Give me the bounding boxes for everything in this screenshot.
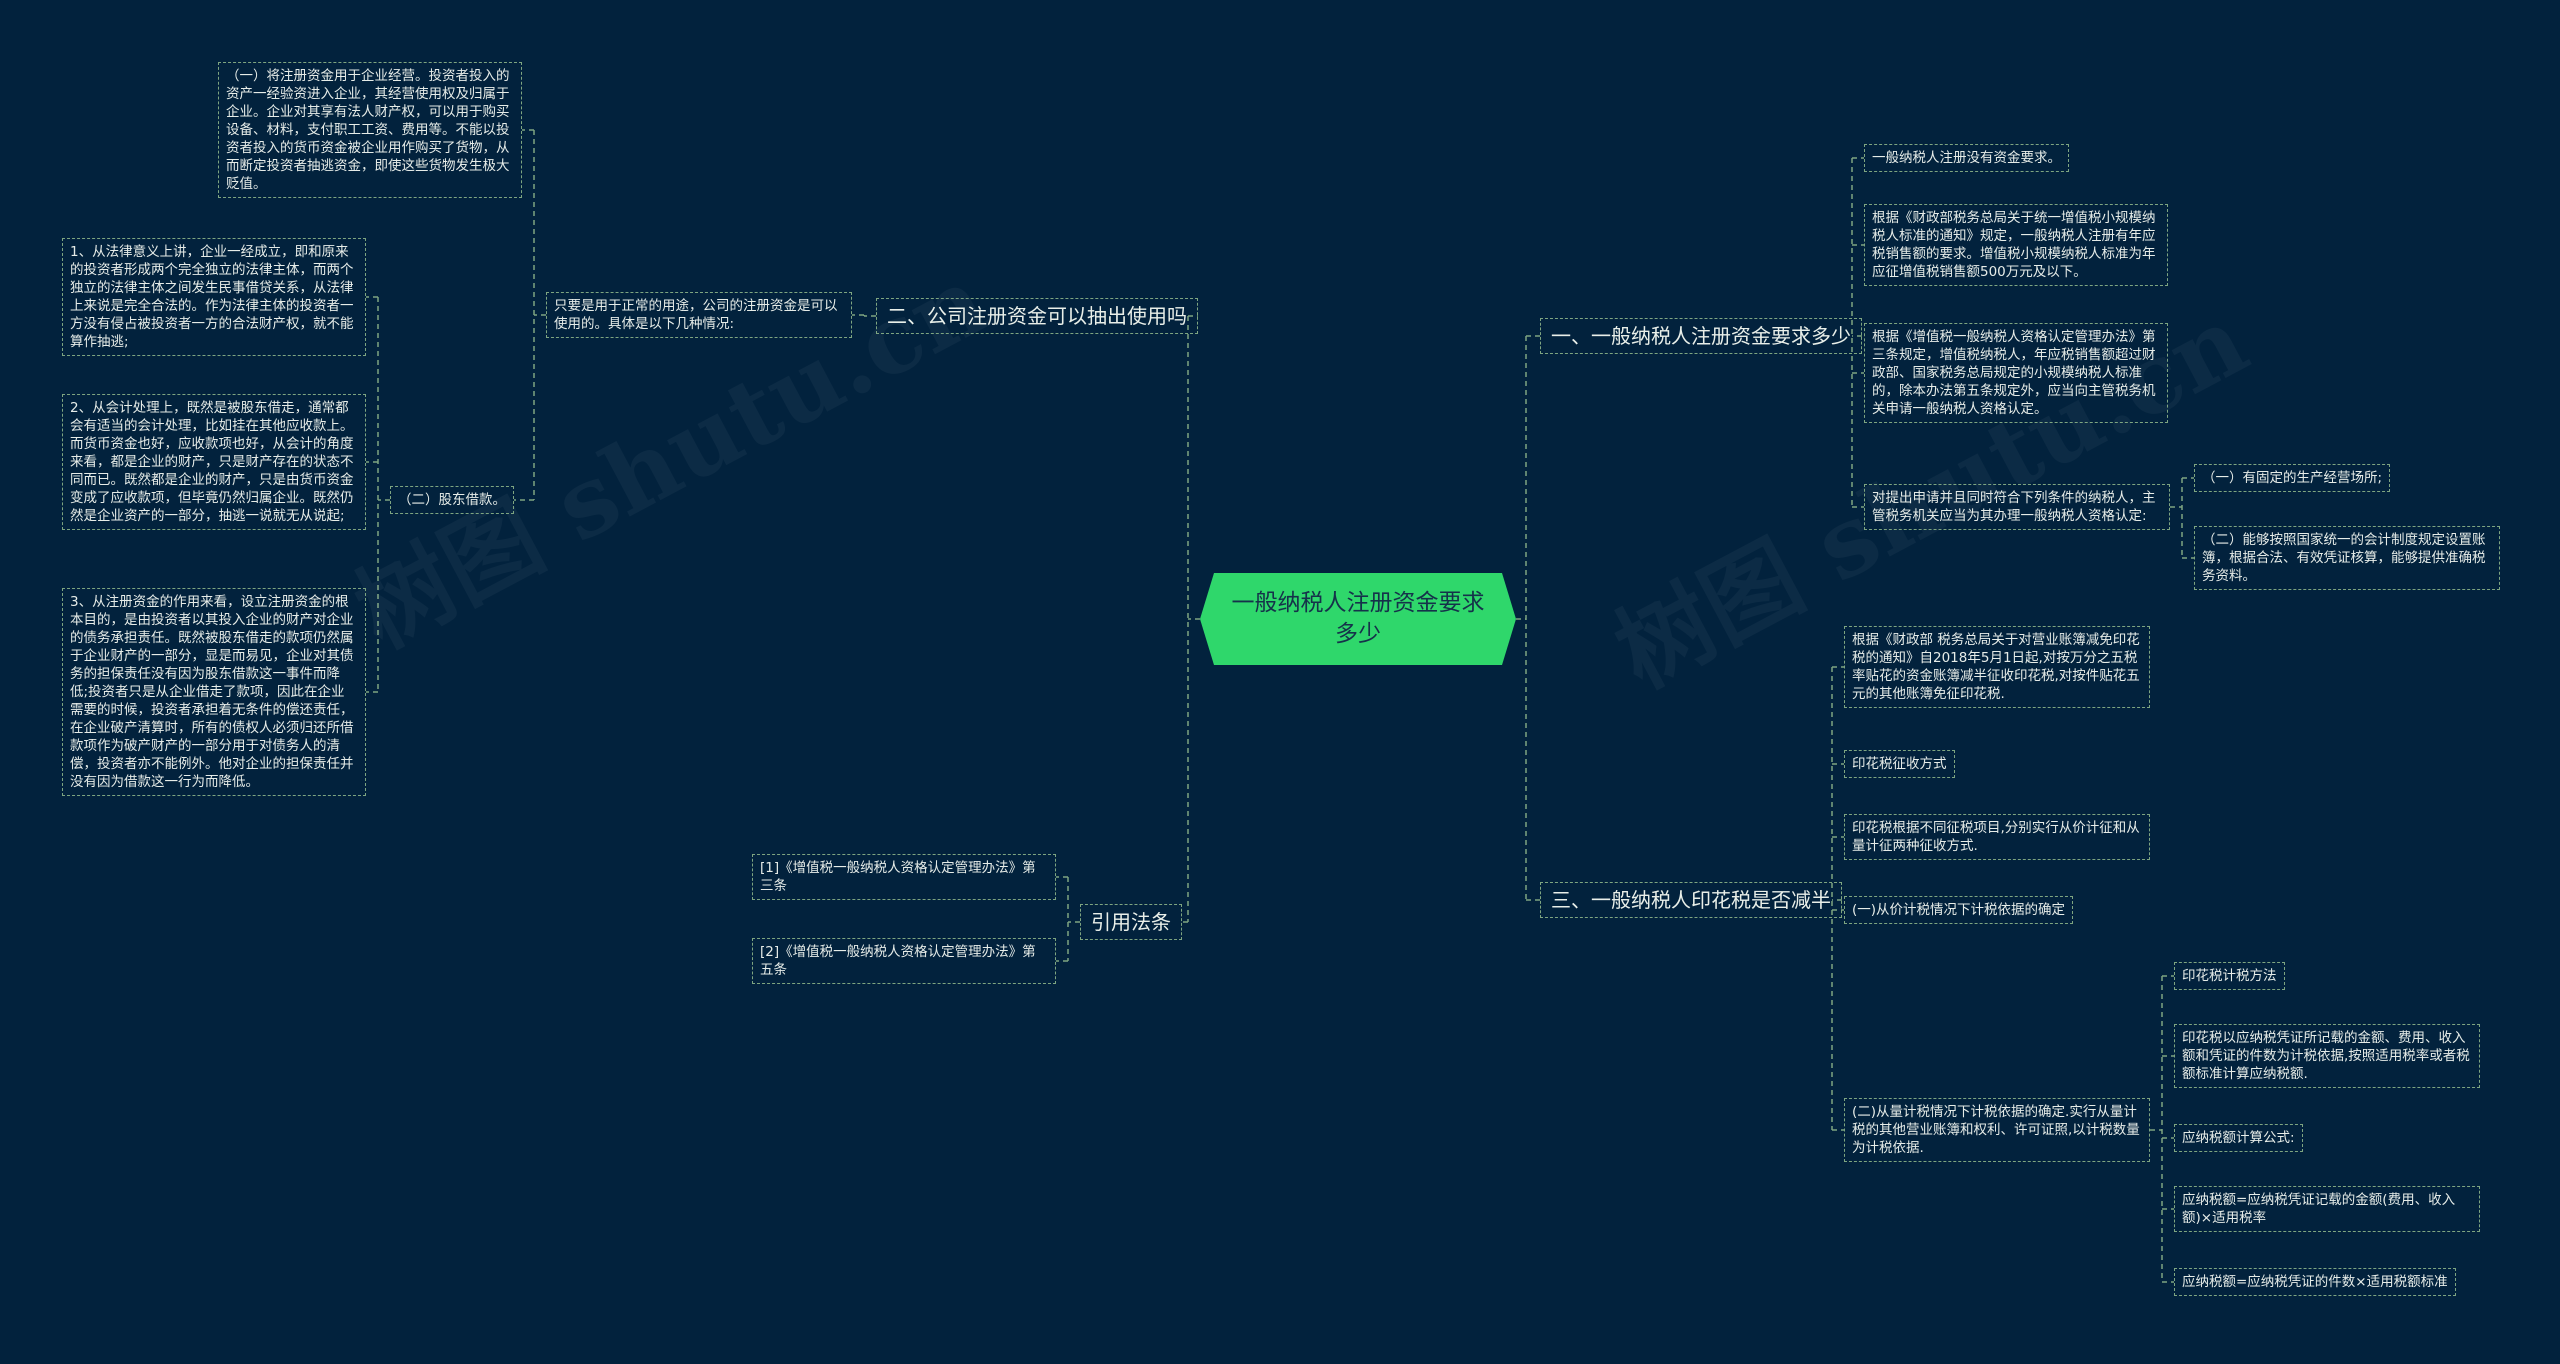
b2-case-1[interactable]: （一）将注册资金用于企业经营。投资者投入的资产一经验资进入企业，其经营使用权及归…: [218, 62, 522, 198]
b1-note-small-scale-standard[interactable]: 根据《财政部税务总局关于统一增值税小规模纳税人标准的通知》规定，一般纳税人注册有…: [1864, 204, 2168, 286]
b4-ref-2[interactable]: [2]《增值税一般纳税人资格认定管理办法》第五条: [752, 938, 1056, 984]
branch-1-topic[interactable]: 一、一般纳税人注册资金要求多少: [1540, 318, 1862, 354]
b2-case-2[interactable]: （二）股东借款。: [390, 486, 514, 514]
b3-formula-count[interactable]: 应纳税额=应纳税凭证的件数×适用税额标准: [2174, 1268, 2456, 1296]
b1-condition-1[interactable]: （一）有固定的生产经营场所;: [2194, 464, 2391, 492]
b1-condition-2[interactable]: （二）能够按照国家统一的会计制度规定设置账簿，根据合法、有效凭证核算，能够提供准…: [2194, 526, 2500, 590]
b3-note-collection-method[interactable]: 印花税征收方式: [1844, 750, 1955, 778]
b1-note-no-capital[interactable]: 一般纳税人注册没有资金要求。: [1864, 144, 2069, 172]
b3-note-quantity-based[interactable]: (二)从量计税情况下计税依据的确定.实行从量计税的其他营业账簿和权利、许可证照,…: [1844, 1098, 2150, 1162]
branch-4-topic[interactable]: 引用法条: [1080, 904, 1182, 940]
b3-calc-method-title[interactable]: 印花税计税方法: [2174, 962, 2285, 990]
b1-note-application-conditions[interactable]: 对提出申请并且同时符合下列条件的纳税人，主管税务机关应当为其办理一般纳税人资格认…: [1864, 484, 2170, 530]
b3-formula-title[interactable]: 应纳税额计算公式:: [2174, 1124, 2303, 1152]
b1-note-qualification-rule[interactable]: 根据《增值税一般纳税人资格认定管理办法》第三条规定，增值税纳税人，年应税销售额超…: [1864, 323, 2168, 423]
b2-intro[interactable]: 只要是用于正常的用途，公司的注册资金是可以使用的。具体是以下几种情况:: [546, 292, 852, 338]
b2-case-2-point-3[interactable]: 3、从注册资金的作用来看，设立注册资金的根本目的，是由投资者以其投入企业的财产对…: [62, 588, 366, 796]
branch-3-topic[interactable]: 三、一般纳税人印花税是否减半: [1540, 882, 1842, 918]
b3-formula-amount[interactable]: 应纳税额=应纳税凭证记载的金额(费用、收入额)×适用税率: [2174, 1186, 2480, 1232]
b2-case-2-point-1[interactable]: 1、从法律意义上讲，企业一经成立，即和原来的投资者形成两个完全独立的法律主体，而…: [62, 238, 366, 356]
b3-calc-method-desc[interactable]: 印花税以应纳税凭证所记载的金额、费用、收入额和凭证的件数为计税依据,按照适用税率…: [2174, 1024, 2480, 1088]
root-topic[interactable]: 一般纳税人注册资金要求多少: [1200, 573, 1516, 665]
b3-note-ad-valorem[interactable]: (一)从价计税情况下计税依据的确定: [1844, 896, 2074, 924]
b3-note-reduction-policy[interactable]: 根据《财政部 税务总局关于对营业账簿减免印花税的通知》自2018年5月1日起,对…: [1844, 626, 2150, 708]
b4-ref-1[interactable]: [1]《增值税一般纳税人资格认定管理办法》第三条: [752, 854, 1056, 900]
b3-note-two-methods[interactable]: 印花税根据不同征税项目,分别实行从价计征和从量计征两种征收方式.: [1844, 814, 2150, 860]
branch-2-topic[interactable]: 二、公司注册资金可以抽出使用吗: [876, 298, 1198, 334]
b2-case-2-point-2[interactable]: 2、从会计处理上，既然是被股东借走，通常都会有适当的会计处理，比如挂在其他应收款…: [62, 394, 366, 530]
